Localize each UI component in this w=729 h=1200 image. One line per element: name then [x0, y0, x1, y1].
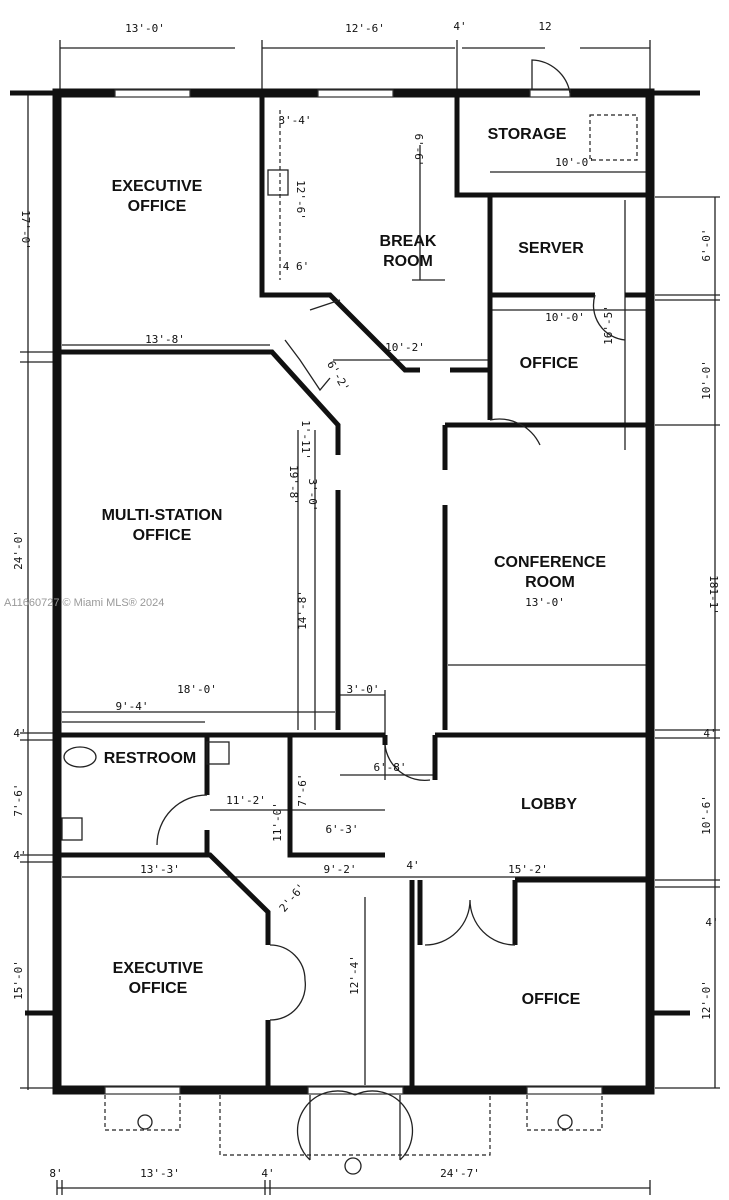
- dimension-label: 9'-2': [323, 863, 356, 876]
- dimension-label: 3'-4': [278, 114, 311, 127]
- dimension-label: 10'-0': [555, 156, 595, 169]
- dimension-label: 15'-0': [12, 960, 25, 1000]
- dimension-label: 6'-2': [324, 359, 352, 394]
- dimension-label: 24'-0': [12, 530, 25, 570]
- dimension-label: 9'-4': [115, 700, 148, 713]
- dimension-label: 24'-7': [440, 1167, 480, 1180]
- dimension-label: 181-1': [707, 575, 720, 615]
- dimension-label: 7'-6': [12, 783, 25, 816]
- dimension-label: 13'-3': [140, 1167, 180, 1180]
- dimension-label: 16'-5': [602, 305, 615, 345]
- watermark: A11660727 © Miami MLS® 2024: [4, 597, 164, 609]
- dimension-label: 4 6': [283, 260, 310, 273]
- dimension-label: 6'-3': [325, 823, 358, 836]
- dimension-label: 12'-6': [345, 22, 385, 35]
- dimension-label: 11'-2': [226, 794, 266, 807]
- dimension-label: 13'-8': [145, 333, 185, 346]
- dimension-label: 4': [13, 849, 26, 862]
- dimension-label: 4': [261, 1167, 274, 1180]
- dimension-label: 6'-8': [373, 761, 406, 774]
- dimension-label: 12'-0': [700, 980, 713, 1020]
- dimension-label: 17'-0': [19, 210, 32, 250]
- room-office-upper: OFFICE: [520, 355, 579, 372]
- dimension-label: 10'-6': [700, 795, 713, 835]
- dimension-label: 18'-0': [177, 683, 217, 696]
- dimension-label: 10'-0': [700, 360, 713, 400]
- dimension-label: 1'-11': [299, 420, 312, 460]
- dimension-label: 19'-8': [287, 465, 300, 505]
- dimension-label: 12'-4': [348, 955, 361, 995]
- room-office-lower: OFFICE: [522, 991, 581, 1008]
- dimension-label: 4': [13, 727, 26, 740]
- dimension-label: 10'-2': [385, 341, 425, 354]
- dimension-label: 13'-3': [140, 863, 180, 876]
- exterior-walls: [10, 59, 700, 1095]
- room-restroom: RESTROOM: [104, 750, 196, 767]
- dimension-label: 6'-6': [412, 133, 425, 166]
- dimension-label: 14'-8': [296, 590, 309, 630]
- dimension-label: 12: [538, 20, 551, 33]
- dimension-label: 4': [406, 859, 419, 872]
- dimension-label: 10'-0': [545, 311, 585, 324]
- dimension-label: 15'-2': [508, 863, 548, 876]
- dimension-label: 11'-0': [271, 802, 284, 842]
- room-server: SERVER: [518, 240, 584, 257]
- dimension-label: 6'-0': [700, 228, 713, 261]
- dimension-label: 4': [453, 20, 466, 33]
- dimension-label: 13'-0': [525, 596, 565, 609]
- dimension-label: 4': [703, 727, 716, 740]
- dimension-label: 4': [705, 916, 718, 929]
- dimension-label: 7'-6': [296, 773, 309, 806]
- dimension-label: 12'-6': [294, 180, 307, 220]
- room-storage: STORAGE: [488, 126, 567, 143]
- dimension-labels: 13'-0' 12'-6' 4' 12 3'-4' 6'-6' 10'-0' 1…: [12, 20, 720, 1180]
- dimension-label: 3'-0': [306, 478, 319, 511]
- dimension-label: 2'-6': [277, 881, 308, 915]
- room-lobby: LOBBY: [521, 796, 577, 813]
- dimension-label: 8': [49, 1167, 62, 1180]
- dimension-lines: [20, 40, 720, 1195]
- dimension-label: 13'-0': [125, 22, 165, 35]
- dimension-label: 3'-0': [346, 683, 379, 696]
- interior-walls: [57, 97, 652, 1175]
